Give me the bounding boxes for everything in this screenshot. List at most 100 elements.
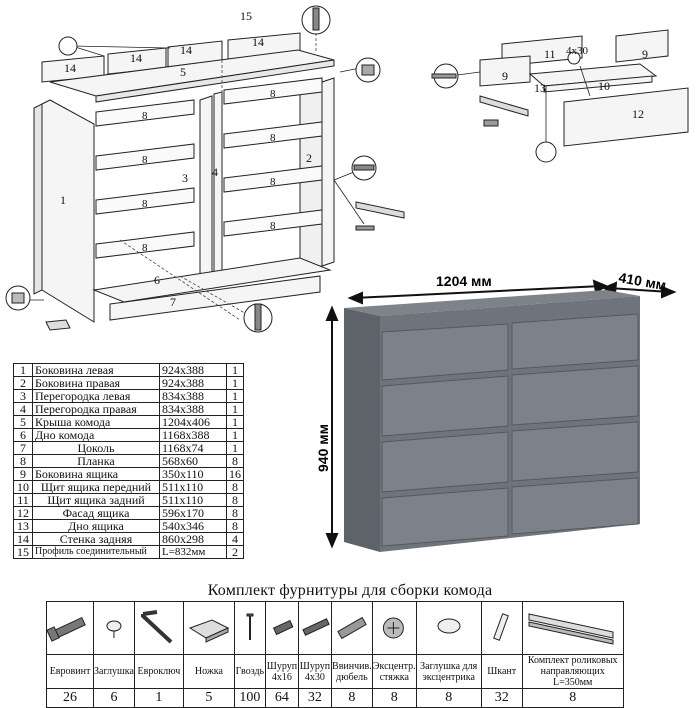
part-name: Профиль соединительный: [32, 545, 160, 559]
cap-icon: [106, 620, 122, 638]
part-quantity: 1: [226, 402, 244, 416]
label-8-g: 8: [270, 176, 276, 188]
hex-key-icon: [140, 610, 173, 644]
hardware-count: 1: [133, 688, 184, 708]
label-8-a: 8: [142, 110, 148, 122]
hardware-label: Шуруп 4x16: [264, 654, 299, 689]
label-4x30: 4x30: [566, 45, 589, 57]
part-name: Цоколь: [32, 441, 160, 455]
hardware-label: Заглушка: [93, 654, 135, 689]
part-quantity: 16: [226, 467, 244, 481]
part-size: 1204x406: [159, 415, 227, 429]
hardware-count: 8: [371, 688, 417, 708]
part-name: Перегородка правая: [32, 402, 160, 416]
label-14d: 14: [252, 35, 264, 49]
part-number: 12: [13, 506, 33, 520]
part-number: 3: [13, 389, 33, 403]
drawer-facade-12: [563, 87, 689, 147]
part-quantity: 1: [226, 389, 244, 403]
part-size: 924x388: [159, 376, 227, 390]
right-side-panel-2: [321, 77, 335, 267]
label-8-c: 8: [142, 198, 148, 210]
part-number: 13: [13, 519, 33, 533]
hardware-icon-cell: [233, 601, 266, 655]
dresser-side: [344, 308, 380, 552]
drawer-fronts: [381, 313, 639, 547]
label-4: 4: [212, 165, 218, 179]
bottom-panel-6: [92, 257, 332, 303]
part-name: Щит ящика передний: [32, 480, 160, 494]
drawer-front-10: [543, 75, 653, 93]
part-quantity: 8: [226, 454, 244, 468]
hardware-icon-cell: [480, 601, 523, 655]
width-dimension: 1204 мм: [436, 273, 492, 289]
part-name: Боковина левая: [32, 363, 160, 377]
label-8-b: 8: [142, 154, 148, 166]
exploded-assembly-drawing: 14 14 14 14 15 5 1 2 3 4 6 7 8 8 8 8 8 8…: [5, 5, 405, 333]
drawer-side-9-left: [479, 55, 531, 87]
label-1: 1: [60, 193, 66, 207]
label-15: 15: [240, 9, 252, 23]
label-5: 5: [180, 65, 186, 79]
part-size: 540x346: [159, 519, 227, 533]
hardware-icon-cell: [330, 601, 373, 655]
euro-screw-icon: [47, 616, 86, 642]
hardware-label: Шуруп 4x30: [297, 654, 332, 689]
part-number: 6: [13, 428, 33, 442]
hardware-label: Ввинчив. дюбель: [330, 654, 373, 689]
label-8-e: 8: [270, 88, 276, 100]
part-number: 1: [13, 363, 33, 377]
hardware-count: 6: [93, 688, 135, 708]
hardware-icon-cell: [371, 601, 417, 655]
label-10: 10: [598, 79, 610, 93]
hardware-label: Заглушка для эксцентрика: [415, 654, 482, 689]
hardware-label: Евровинт: [46, 654, 94, 689]
part-quantity: 2: [226, 545, 244, 559]
part-number: 15: [13, 545, 33, 559]
hardware-icon-cell: [415, 601, 482, 655]
part-size: 1168x388: [159, 428, 227, 442]
dresser-illustration: 1204 мм 410 мм 940 мм: [315, 269, 677, 552]
screw-short-icon: [272, 619, 294, 636]
label-8-h: 8: [270, 220, 276, 232]
hardware-icon-cell: [521, 601, 624, 655]
left-side-panel-1: [41, 99, 95, 323]
hardware-label: Комплект роликовых направляющих L=350мм: [521, 654, 624, 689]
part-quantity: 8: [226, 519, 244, 533]
part-size: 924x388: [159, 363, 227, 377]
part-size: L=832мм: [159, 545, 227, 559]
hardware-count: 64: [264, 688, 299, 708]
part-name: Фасад ящика: [32, 506, 160, 520]
hardware-count: 8: [330, 688, 373, 708]
cam-lock-icon: [382, 617, 404, 639]
part-number: 2: [13, 376, 33, 390]
label-8-d: 8: [142, 242, 148, 254]
label-9-left: 9: [502, 69, 508, 83]
hardware-count: 8: [521, 688, 624, 708]
part-quantity: 1: [226, 376, 244, 390]
part-quantity: 1: [226, 415, 244, 429]
drawer-rail: [355, 201, 405, 219]
part-quantity: 1: [226, 441, 244, 455]
hardware-icon-cell: [46, 601, 94, 655]
part-quantity: 1: [226, 428, 244, 442]
part-quantity: 1: [226, 363, 244, 377]
part-name: Дно комода: [32, 428, 160, 442]
partition-left-3: [199, 95, 213, 283]
part-size: 568x60: [159, 454, 227, 468]
part-size: 834x388: [159, 389, 227, 403]
nail-icon: [246, 613, 254, 640]
hardware-label: Гвоздь: [233, 654, 266, 689]
label-11: 11: [544, 47, 556, 61]
drawer-bottom-13: [528, 63, 658, 87]
